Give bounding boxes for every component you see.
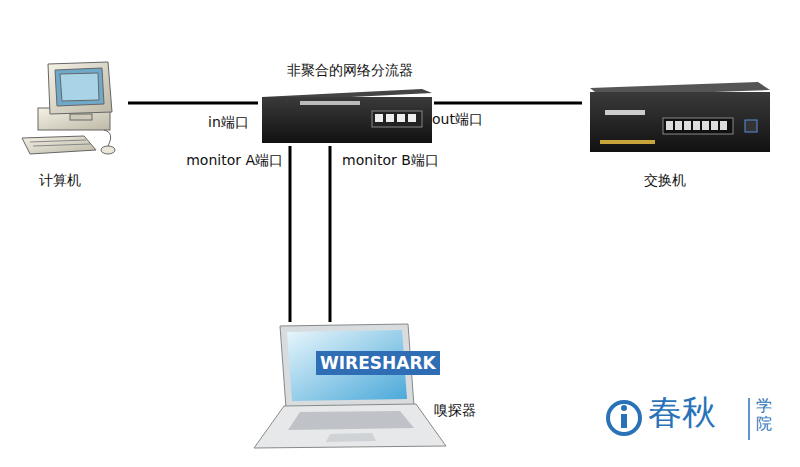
software-logo: WIRESHARK — [316, 351, 440, 375]
network-cable — [329, 146, 332, 322]
port-label: monitor B端口 — [342, 152, 439, 169]
sniffer-node: 嗅探器 — [268, 322, 478, 450]
network-tap-icon — [262, 89, 432, 143]
tap-node: 非聚合的网络分流器 — [258, 60, 434, 146]
computer-node: 计算机 — [15, 58, 128, 193]
watermark: 学院 — [756, 397, 772, 432]
node-label: 计算机 — [39, 172, 81, 189]
network-cable — [434, 102, 582, 105]
port-label: in端口 — [208, 114, 249, 131]
network-cable — [128, 102, 258, 105]
node-label: 非聚合的网络分流器 — [287, 62, 413, 79]
network-cable — [289, 146, 292, 322]
node-label: 嗅探器 — [434, 402, 476, 419]
laptop-icon — [254, 324, 446, 448]
computer-icon — [22, 62, 115, 154]
switch-icon — [590, 82, 770, 152]
node-label: 交换机 — [644, 172, 686, 189]
watermark: 春秋 — [648, 392, 716, 433]
switch-node: 交换机 — [582, 78, 772, 196]
port-label: out端口 — [432, 111, 483, 128]
port-label: monitor A端口 — [186, 152, 283, 169]
